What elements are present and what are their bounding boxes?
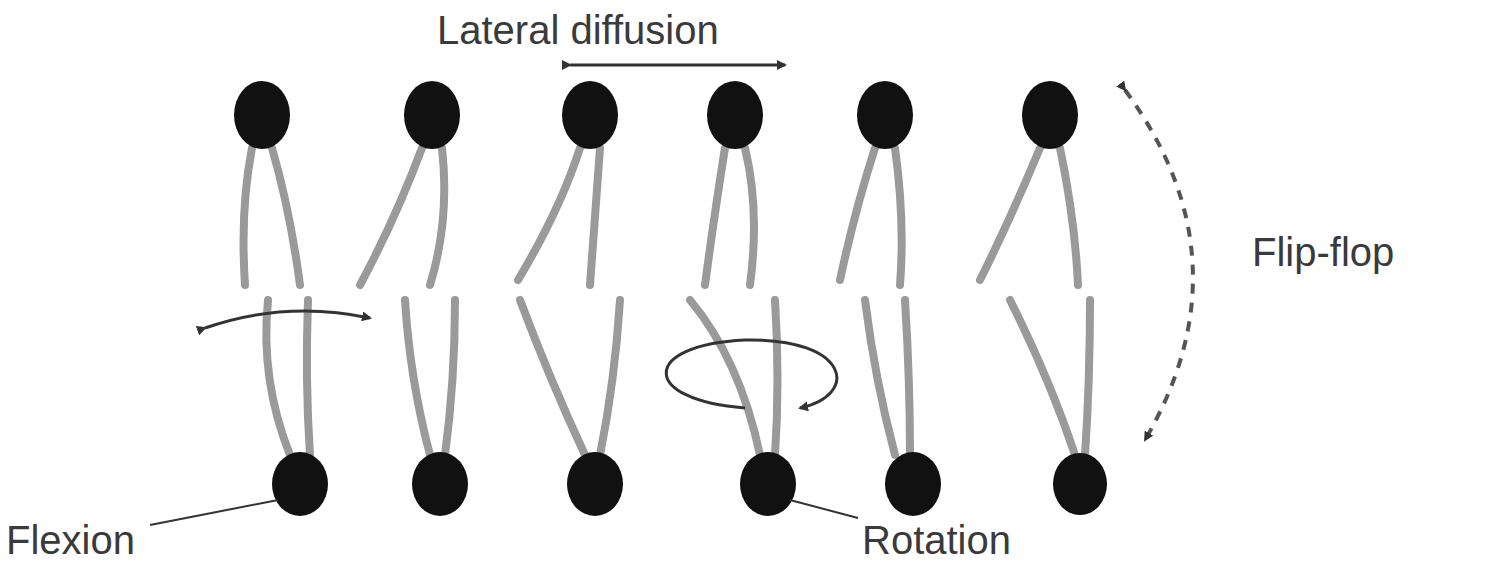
motion-label: Flexion [6,520,135,560]
motion-label: Rotation [862,520,1011,560]
process-label: Lateral diffusion [437,10,719,50]
process-label: Flip-flop [1252,232,1394,272]
